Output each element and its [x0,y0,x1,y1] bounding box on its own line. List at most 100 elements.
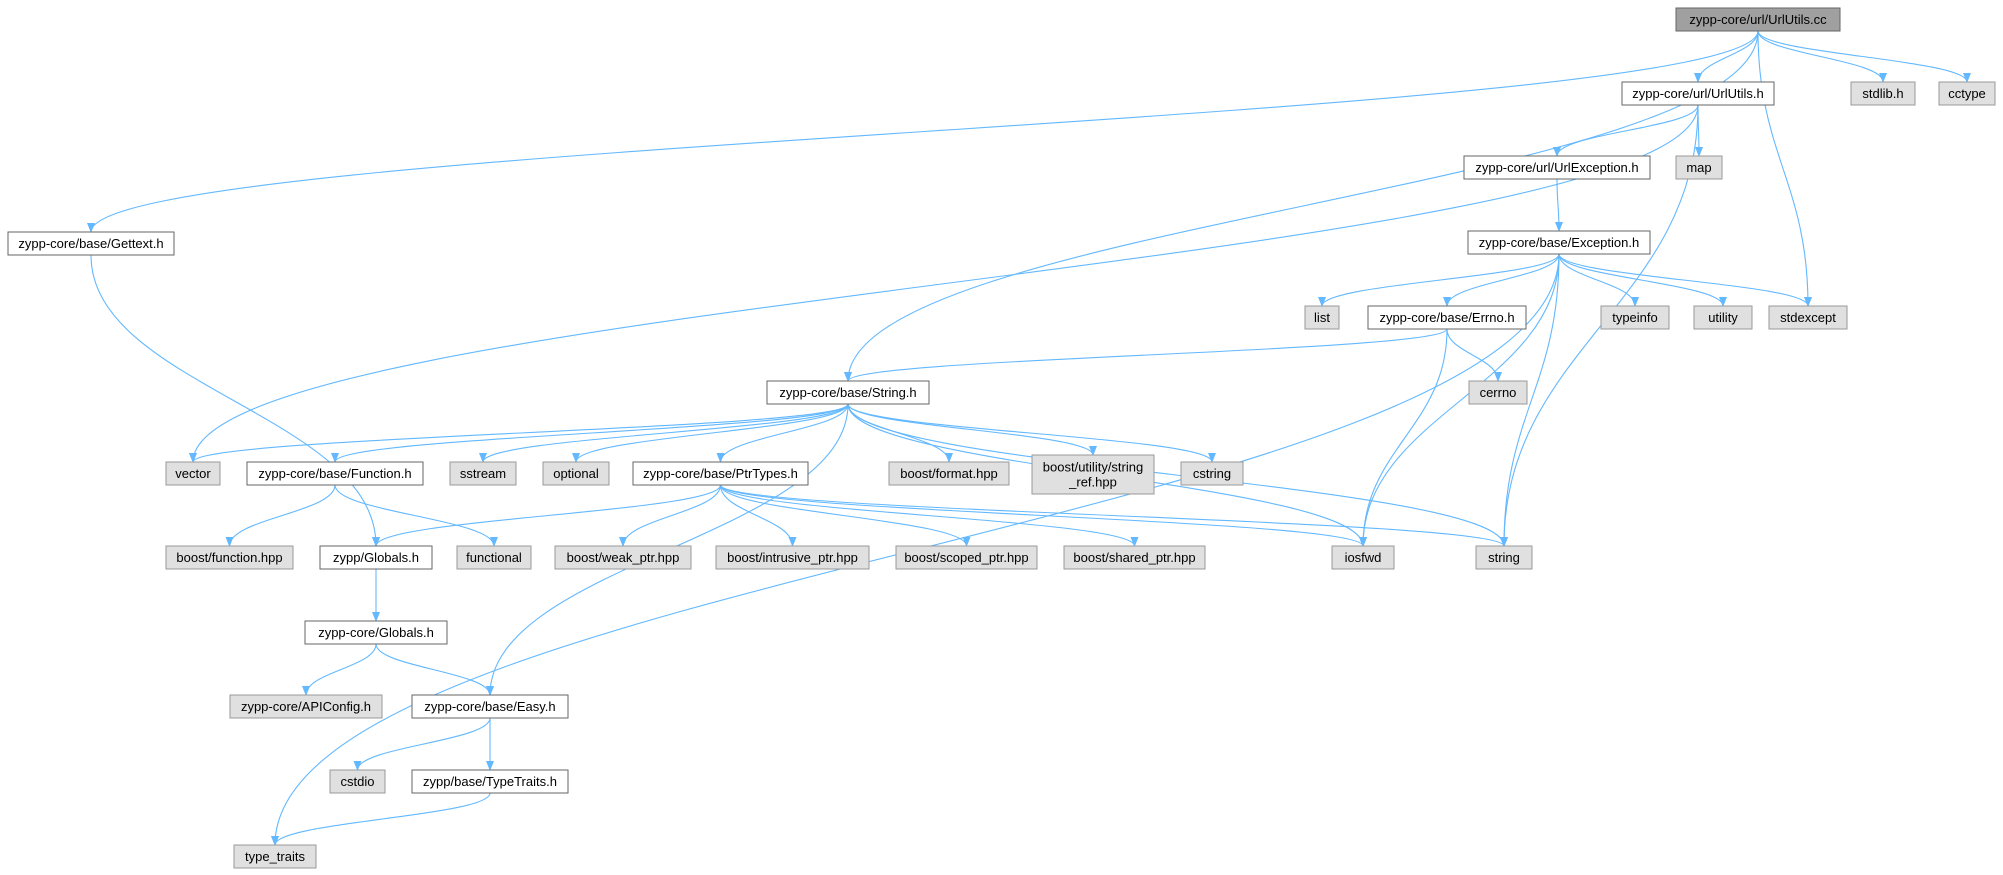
edge-urlutils_h-to-urlexception [1553,104,1699,157]
edge-exception-to-iosfwd [1359,253,1560,547]
node-box [1031,454,1155,495]
node-box [329,769,386,794]
node-box [246,461,424,486]
node-box [888,461,1010,486]
edge-ptrtypes-to-string [719,484,1508,547]
edge-string_h-to-cstring [847,403,1216,463]
node-label: optional [553,466,599,481]
node-label: boost/function.hpp [176,550,282,565]
node-urlexception[interactable]: zypp-core/url/UrlException.h [1463,155,1651,180]
node-utility: utility [1693,305,1753,330]
node-typetraits-h[interactable]: zypp/base/TypeTraits.h [411,769,569,794]
node-function-h[interactable]: zypp-core/base/Function.h [246,461,424,486]
node-box [229,694,383,719]
edge-ptrtypes-to-boost_scoped [719,484,971,547]
node-box [554,545,692,570]
node-label: zypp-core/url/UrlUtils.cc [1689,12,1827,27]
node-box [766,380,930,405]
node-iosfwd: iosfwd [1331,545,1395,570]
node-box [715,545,870,570]
node-exception[interactable]: zypp-core/base/Exception.h [1467,230,1651,255]
node-box [411,769,569,794]
node-label: utility [1708,310,1738,325]
node-urlutils-h[interactable]: zypp-core/url/UrlUtils.h [1621,81,1775,106]
node-map: map [1675,155,1723,180]
node-root[interactable]: zypp-core/url/UrlUtils.cc [1675,7,1841,32]
node-label: zypp-core/base/Easy.h [424,699,555,714]
node-box [1938,81,1996,106]
node-box [319,545,433,570]
node-box [456,545,532,570]
node-apiconfig: zypp-core/APIConfig.h [229,694,383,719]
node-box [449,461,517,486]
edge-string_h-to-optional [572,403,849,463]
node-box [165,461,221,486]
edge-exception-to-typeinfo [1558,253,1639,307]
node-label: zypp-core/Globals.h [318,625,434,640]
node-label: boost/format.hpp [900,466,998,481]
edge-function_h-to-functional [334,484,498,547]
node-list: list [1304,305,1340,330]
node-box [632,461,809,486]
edge-root-to-stdexcept [1757,30,1812,307]
node-box [165,545,294,570]
node-label: zypp-core/url/UrlUtils.h [1632,86,1763,101]
node-label: boost/intrusive_ptr.hpp [727,550,858,565]
node-label: map [1686,160,1711,175]
node-stdexcept: stdexcept [1768,305,1848,330]
edge-exception-to-stdexcept [1558,253,1812,307]
node-core-globals[interactable]: zypp-core/Globals.h [304,620,448,645]
edge-root-to-cctype [1757,30,1971,83]
node-label: cctype [1948,86,1986,101]
node-label: iosfwd [1345,550,1382,565]
node-label: typeinfo [1612,310,1658,325]
node-functional: functional [456,545,532,570]
node-box [233,844,317,869]
edge-exception-to-utility [1558,253,1727,307]
edge-urlexception-to-exception [1554,178,1563,232]
node-label: zypp-core/base/Gettext.h [18,236,163,251]
node-easy[interactable]: zypp-core/base/Easy.h [411,694,569,719]
edge-ptrtypes-to-boost_weak [619,484,722,547]
node-boost-shared: boost/shared_ptr.hpp [1063,545,1206,570]
edge-string_h-to-sstream [479,403,849,463]
node-label: zypp-core/base/String.h [779,385,916,400]
node-gettext[interactable]: zypp-core/base/Gettext.h [7,231,175,256]
node-zypp-globals[interactable]: zypp/Globals.h [319,545,433,570]
edge-string_h-to-vector [189,403,849,463]
node-box [1675,155,1723,180]
node-boost-scoped: boost/scoped_ptr.hpp [895,545,1038,570]
node-label: vector [175,466,211,481]
node-string-h[interactable]: zypp-core/base/String.h [766,380,930,405]
node-box [1675,7,1841,32]
node-label: type_traits [245,849,305,864]
node-label: stdlib.h [1862,86,1903,101]
edge-string_h-to-string [847,403,1508,547]
node-typeinfo: typeinfo [1600,305,1670,330]
node-boost-string-ref: boost/utility/string_ref.hpp [1031,454,1155,495]
node-box [1850,81,1916,106]
node-label: zypp-core/APIConfig.h [241,699,371,714]
node-layer: zypp-core/url/UrlUtils.cc zypp-core/url/U… [7,7,1996,869]
node-ptrtypes[interactable]: zypp-core/base/PtrTypes.h [632,461,809,486]
edge-function_h-to-boost_function [225,484,336,547]
node-errno[interactable]: zypp-core/base/Errno.h [1367,305,1527,330]
node-label: cstring [1193,466,1231,481]
node-box [1331,545,1395,570]
node-label: boost/scoped_ptr.hpp [904,550,1028,565]
node-box [1475,545,1533,570]
node-box [1768,305,1848,330]
edge-root-to-urlutils_h [1694,30,1759,83]
node-boost-weak: boost/weak_ptr.hpp [554,545,692,570]
edge-exception-to-string [1500,253,1560,547]
node-label: zypp-core/base/PtrTypes.h [643,466,798,481]
node-box [1367,305,1527,330]
node-string: string [1475,545,1533,570]
edge-easy-to-cstdio [353,717,491,771]
node-box [1693,305,1753,330]
node-label: sstream [460,466,506,481]
edge-ptrtypes-to-boost_intrusive [719,484,797,547]
edge-root-to-gettext [87,30,1759,233]
edge-exception-to-errno [1443,253,1560,307]
